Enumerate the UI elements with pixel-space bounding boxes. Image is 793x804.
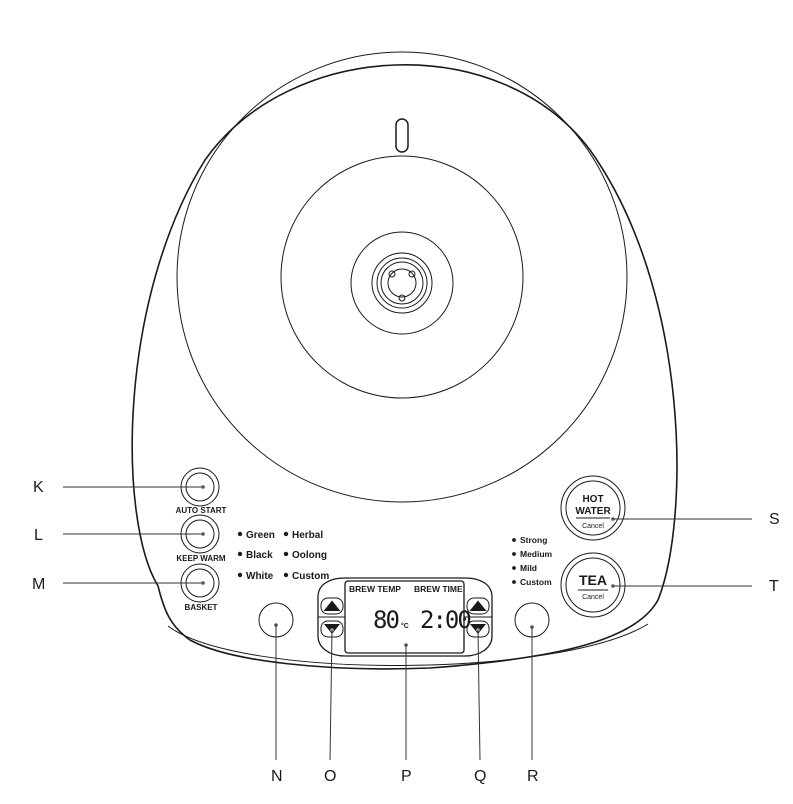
temp-up-button[interactable] bbox=[320, 597, 344, 615]
indicator-dot bbox=[237, 551, 243, 557]
tea-type-item: Herbal bbox=[292, 530, 323, 541]
connector-ring-3 bbox=[376, 257, 428, 309]
connector-ring-2 bbox=[371, 252, 433, 314]
tea-type-item: Green bbox=[246, 530, 275, 541]
leader-lines bbox=[63, 486, 752, 761]
indicator-dot bbox=[512, 538, 516, 542]
callout-s: S bbox=[769, 511, 780, 528]
time-readout: 2:00 bbox=[420, 606, 470, 634]
callout-dot bbox=[201, 532, 205, 536]
hot-water-label-line2: WATER bbox=[575, 506, 611, 517]
indicator-dot bbox=[512, 580, 516, 584]
hot-water-button[interactable]: HOT WATER Cancel bbox=[560, 475, 626, 541]
callout-dot bbox=[611, 517, 615, 521]
auto-start-label: AUTO START bbox=[176, 506, 227, 515]
indicator-dot bbox=[512, 566, 516, 570]
callout-t: T bbox=[769, 578, 779, 595]
tea-type-item: Custom bbox=[292, 571, 329, 582]
connector-pin bbox=[398, 294, 406, 302]
callout-l: L bbox=[34, 527, 43, 544]
base-outline bbox=[131, 64, 678, 670]
temp-unit: °C bbox=[401, 622, 409, 630]
tea-cancel-label: Cancel bbox=[582, 594, 604, 601]
hot-water-cancel-label: Cancel bbox=[582, 523, 604, 530]
heating-plate-outer bbox=[176, 51, 628, 503]
connector-pin bbox=[388, 270, 396, 278]
callout-q: Q bbox=[474, 768, 486, 785]
temp-readout: 80 bbox=[373, 606, 398, 634]
indicator-dot bbox=[283, 531, 289, 537]
up-arrow-icon bbox=[323, 600, 341, 611]
indicator-dot bbox=[283, 572, 289, 578]
indicator-dot bbox=[283, 551, 289, 557]
tea-type-item: Oolong bbox=[292, 550, 327, 561]
strength-list: Strong Medium Mild Custom bbox=[512, 535, 553, 587]
strength-item: Strong bbox=[520, 535, 547, 545]
strength-item: Custom bbox=[520, 577, 552, 587]
strength-item: Mild bbox=[520, 563, 537, 573]
connector-ring-5 bbox=[387, 268, 417, 298]
callout-p: P bbox=[401, 768, 412, 785]
up-arrow-icon bbox=[469, 600, 487, 611]
strength-item: Medium bbox=[520, 549, 553, 559]
connector-pin bbox=[408, 270, 416, 278]
tea-type-item: White bbox=[246, 571, 274, 582]
callout-k: K bbox=[33, 479, 44, 496]
keep-warm-label: KEEP WARM bbox=[176, 554, 226, 563]
callout-r: R bbox=[527, 768, 539, 785]
tea-type-item: Black bbox=[246, 550, 273, 561]
indicator-dot bbox=[237, 531, 243, 537]
callout-dot bbox=[201, 485, 205, 489]
callout-dot bbox=[611, 584, 615, 588]
callout-n: N bbox=[271, 768, 283, 785]
hot-water-label-line1: HOT bbox=[582, 494, 603, 505]
connector-ring-1 bbox=[350, 231, 454, 335]
callout-dot bbox=[201, 581, 205, 585]
tea-label: TEA bbox=[579, 572, 607, 588]
time-up-button[interactable] bbox=[466, 597, 490, 615]
heating-plate-inner bbox=[280, 155, 524, 399]
tea-button[interactable]: TEA Cancel bbox=[560, 552, 626, 618]
control-panel-edge bbox=[167, 623, 649, 666]
callout-labels: K L M N O P Q R S T bbox=[32, 479, 780, 785]
indicator-dot bbox=[512, 552, 516, 556]
callout-m: M bbox=[32, 576, 45, 593]
tea-type-list: Green Herbal Black Oolong White Custom bbox=[237, 530, 329, 582]
indicator-dot bbox=[237, 572, 243, 578]
brew-temp-label: BREW TEMP bbox=[349, 584, 401, 594]
connector-ring-4 bbox=[380, 261, 424, 305]
vent-slot bbox=[395, 118, 409, 153]
brew-time-label: BREW TIME bbox=[414, 584, 463, 594]
callout-o: O bbox=[324, 768, 336, 785]
basket-label: BASKET bbox=[185, 603, 218, 612]
